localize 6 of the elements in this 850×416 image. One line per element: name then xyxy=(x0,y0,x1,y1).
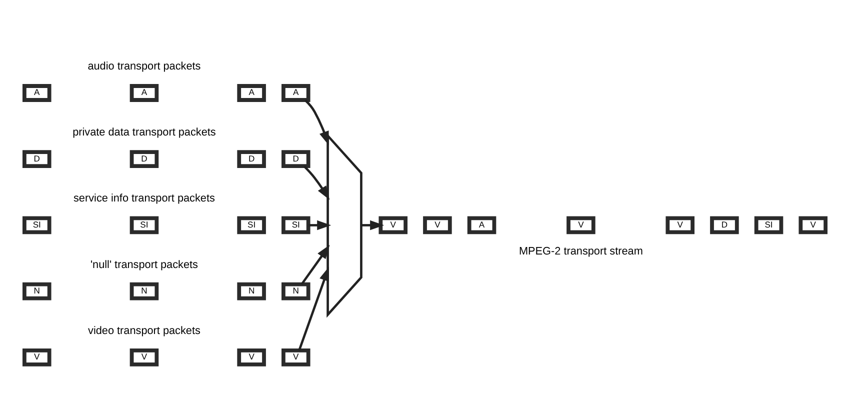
label: service info transport packets xyxy=(73,192,215,204)
label: private data transport packets xyxy=(72,126,216,138)
label: 'null' transport packets xyxy=(90,258,198,270)
label: MPEG-2 transport stream xyxy=(519,245,643,258)
label: audio transport packets xyxy=(88,60,201,72)
label: video transport packets xyxy=(88,324,200,336)
